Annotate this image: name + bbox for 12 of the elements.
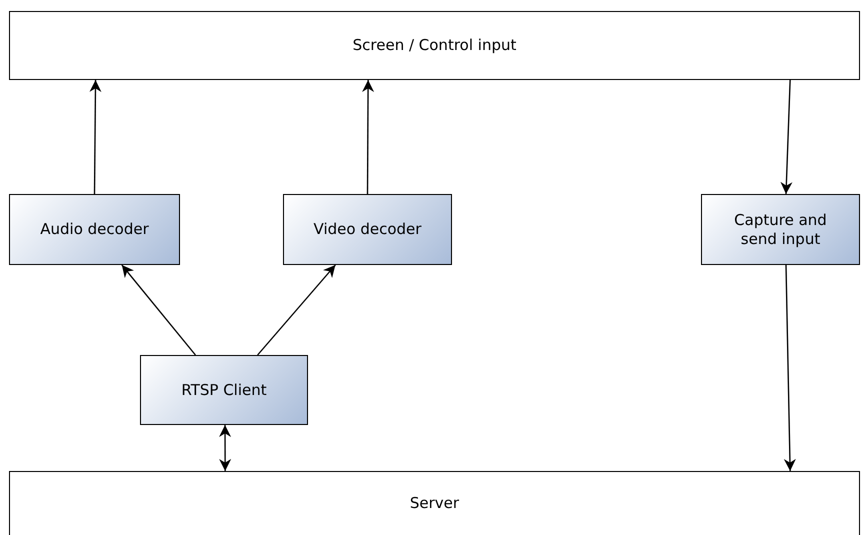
panel-box: [9, 11, 860, 80]
process-box: [140, 355, 308, 425]
panel-box: [9, 471, 860, 535]
process-box: [701, 194, 860, 265]
box-label: Capture and send input: [733, 210, 828, 248]
process-box: [9, 194, 180, 265]
process-box: [283, 194, 452, 265]
box-label: Server: [410, 494, 460, 513]
box-label: Video decoder: [314, 220, 422, 239]
box-label: RTSP Client: [181, 380, 267, 400]
box-label: Audio decoder: [40, 220, 149, 239]
box-label: Screen / Control input: [352, 36, 516, 55]
